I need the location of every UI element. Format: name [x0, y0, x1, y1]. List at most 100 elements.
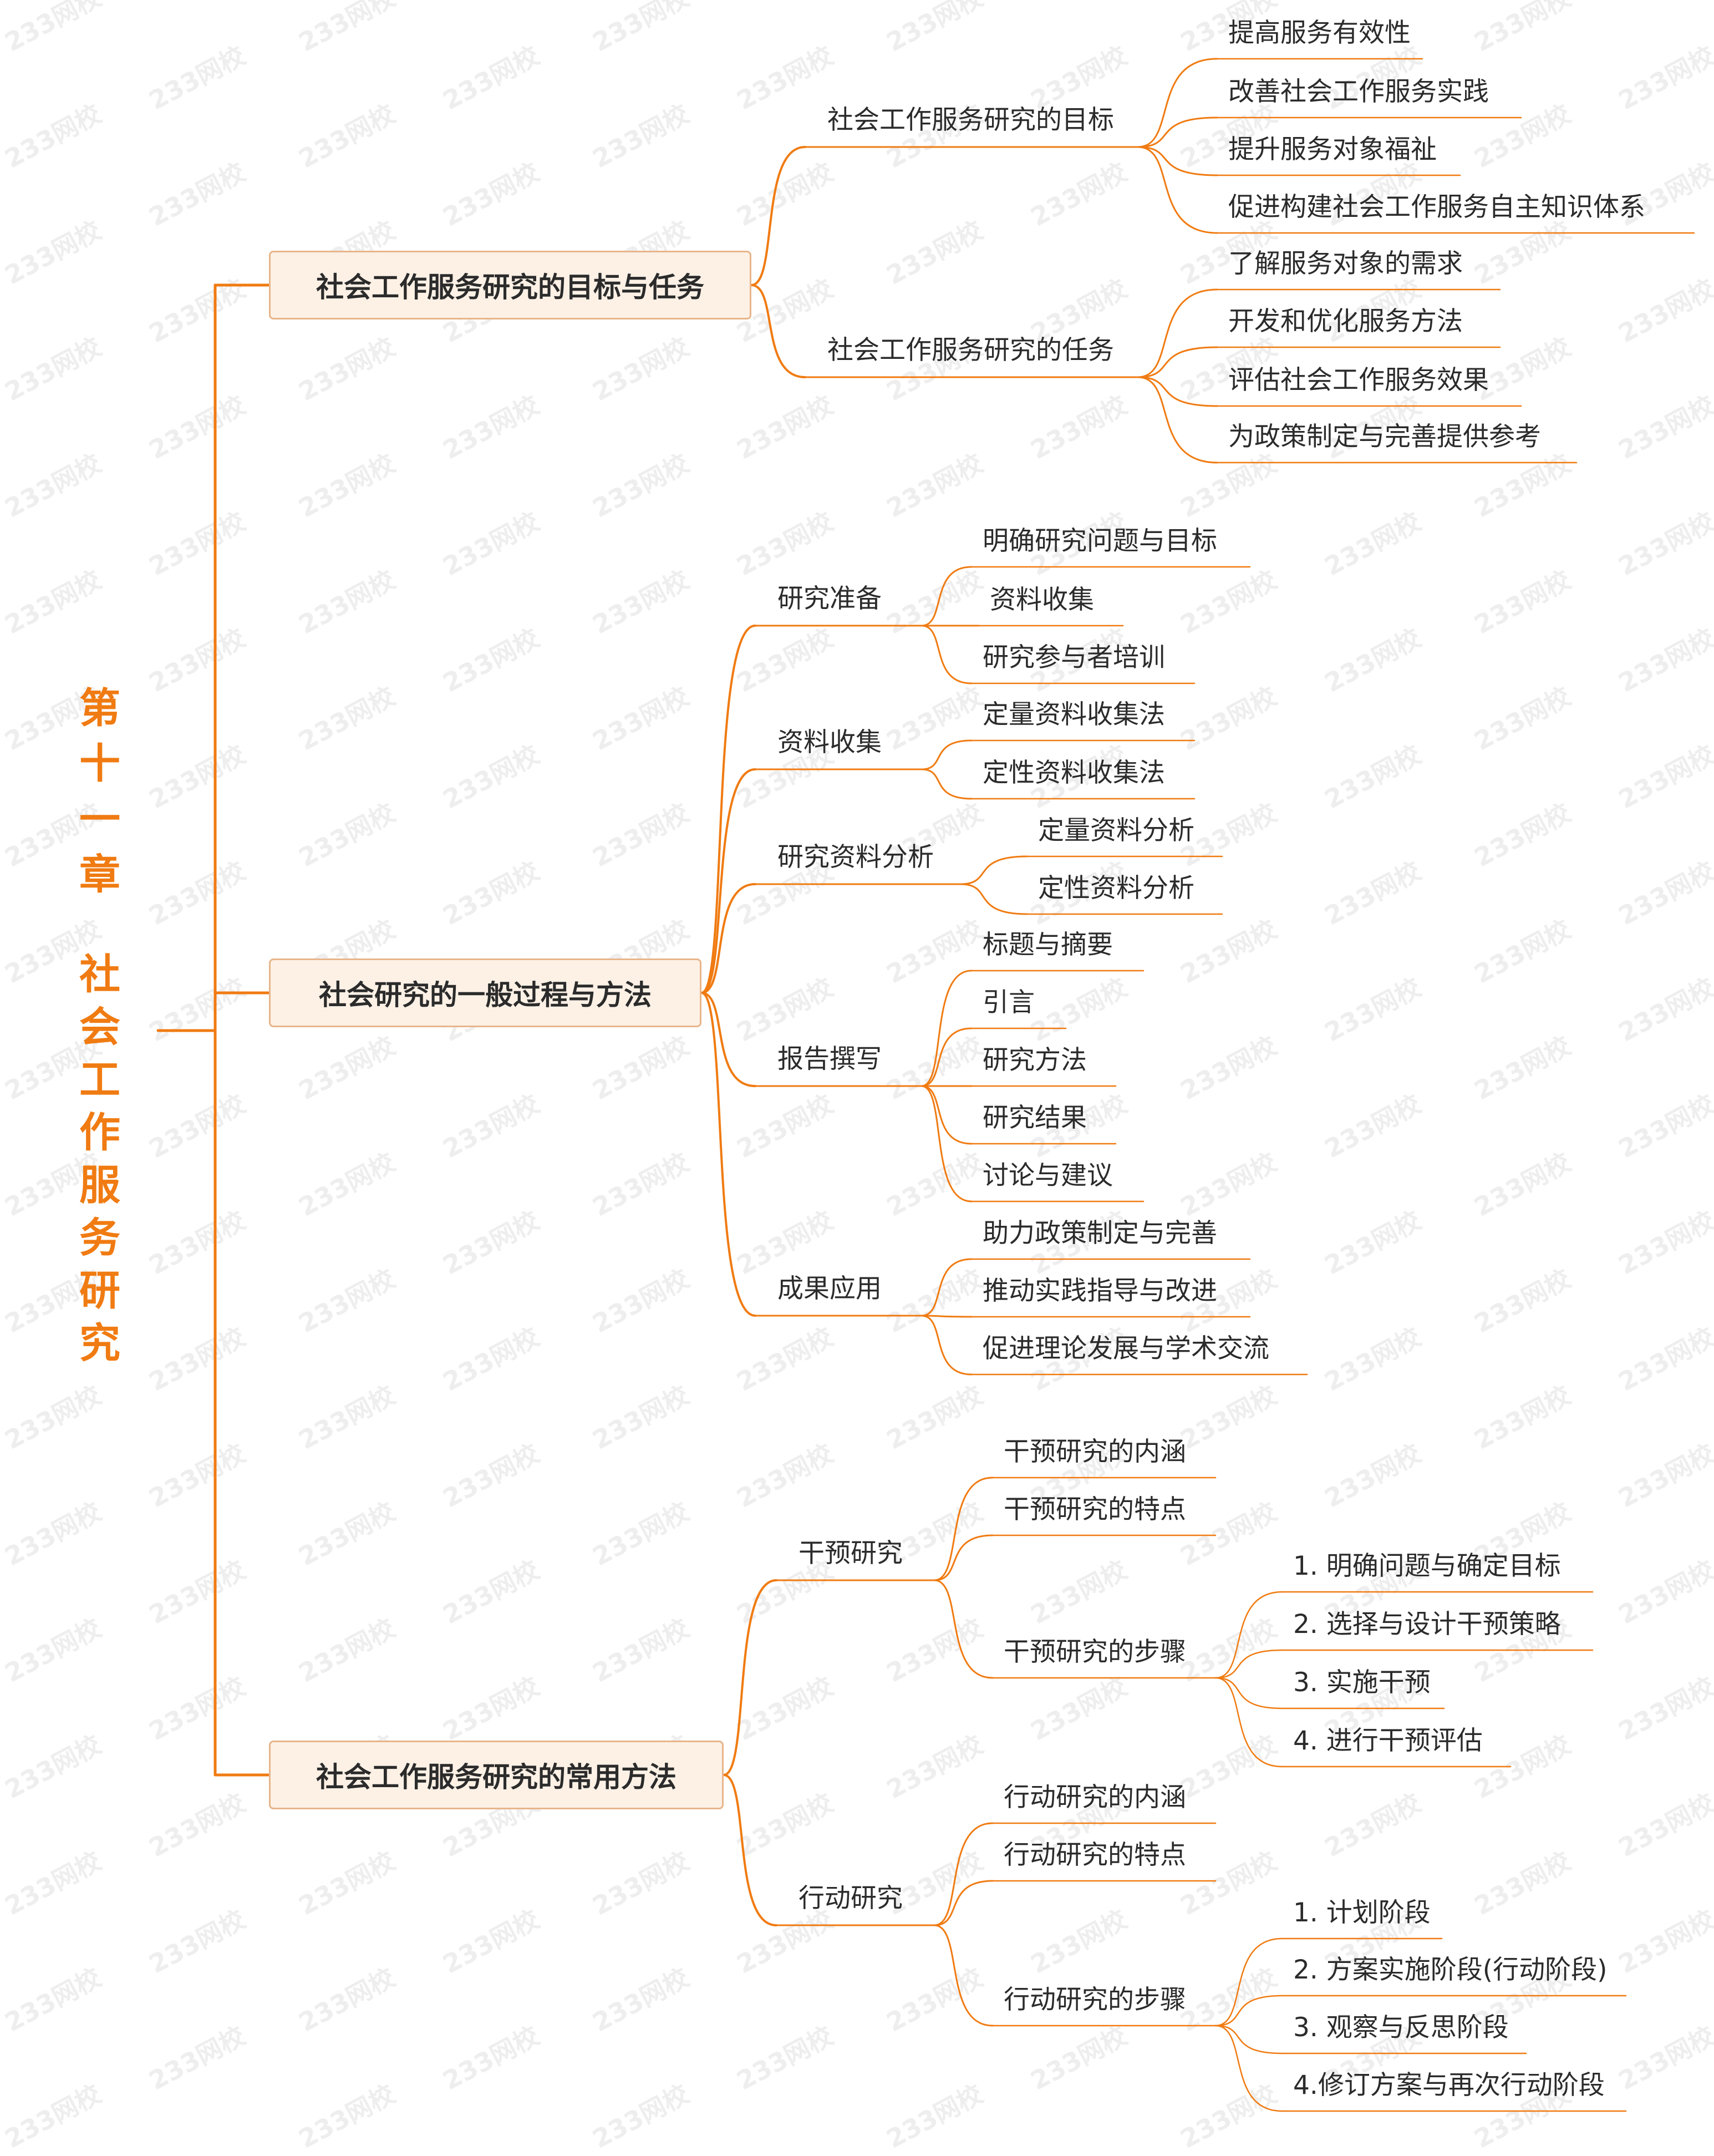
connector-line [933, 1579, 994, 1679]
level2-node[interactable]: 研究资料分析 [777, 842, 934, 872]
level2-node[interactable]: 资料收集 [777, 727, 882, 758]
level3-node[interactable]: 推动实践指导与改进 [983, 1276, 1217, 1306]
level3-node[interactable]: 改善社会工作服务实践 [1228, 77, 1489, 107]
level3-node[interactable]: 促进理论发展与学术交流 [983, 1333, 1269, 1364]
level3-node[interactable]: 促进构建社会工作服务自主知识体系 [1228, 192, 1645, 222]
level4-node[interactable]: 4.修订方案与再次行动阶段 [1293, 2070, 1605, 2101]
connector-line [1214, 1677, 1283, 1768]
main-branch-box[interactable]: 社会研究的一般过程与方法 [269, 958, 701, 1027]
level4-node[interactable]: 1. 明确问题与确定目标 [1293, 1551, 1561, 1581]
level3-node[interactable]: 干预研究的特点 [1004, 1494, 1186, 1525]
root-title-char: 作 [79, 1109, 120, 1156]
root-title-char: 究 [79, 1320, 120, 1367]
connector-line [920, 970, 973, 1087]
level2-node[interactable]: 社会工作服务研究的目标 [827, 105, 1114, 135]
level2-node[interactable]: 报告撰写 [777, 1044, 882, 1074]
connector-line [700, 992, 756, 1087]
connector-line [723, 1579, 777, 1776]
connector-line [1137, 346, 1218, 378]
root-title-char: 十 [79, 740, 120, 788]
root-title-char: 服 [79, 1161, 120, 1209]
connector-line [920, 1085, 973, 1145]
connector-line [700, 768, 756, 994]
connector-line [933, 1880, 994, 1926]
connector-line [1214, 1995, 1283, 2027]
level3-node[interactable]: 讨论与建议 [983, 1160, 1113, 1191]
connector-line [920, 739, 973, 770]
connector-line [1214, 2025, 1283, 2112]
connector-line [750, 146, 806, 286]
root-title-char: 第 [79, 684, 120, 732]
connector-line [723, 1774, 777, 1926]
connector-line [1137, 376, 1218, 407]
level2-node[interactable]: 成果应用 [777, 1274, 882, 1304]
connector-line [959, 883, 1028, 915]
connector-line [933, 1924, 994, 2027]
level4-node[interactable]: 1. 计划阶段 [1293, 1898, 1431, 1928]
main-branch-box[interactable]: 社会工作服务研究的常用方法 [269, 1741, 724, 1809]
connector-line [920, 1085, 973, 1203]
connector-line [920, 566, 973, 627]
level3-node[interactable]: 为政策制定与完善提供参考 [1228, 422, 1541, 452]
connector-line [959, 855, 1028, 885]
level2-node[interactable]: 社会工作服务研究的任务 [827, 335, 1114, 366]
level3-node[interactable]: 引言 [983, 987, 1035, 1018]
level4-node[interactable]: 3. 观察与反思阶段 [1293, 2012, 1509, 2043]
level3-node[interactable]: 定量资料分析 [1038, 815, 1194, 846]
root-title-char: 一 [79, 795, 120, 843]
level4-node[interactable]: 4. 进行干预评估 [1293, 1726, 1483, 1756]
level3-node[interactable]: 干预研究的内涵 [1004, 1437, 1186, 1467]
main-branch-box[interactable]: 社会工作服务研究的目标与任务 [269, 251, 751, 319]
level3-node[interactable]: 定性资料收集法 [983, 758, 1165, 788]
root-title-char: 务 [79, 1214, 120, 1262]
level3-node[interactable]: 助力政策制定与完善 [983, 1218, 1217, 1249]
connector-line [700, 992, 756, 1317]
level3-node[interactable]: 行动研究的内涵 [1004, 1782, 1186, 1813]
connector-line [700, 625, 756, 994]
connector-line [920, 625, 973, 684]
level2-node[interactable]: 研究准备 [777, 584, 882, 614]
connector-line [1137, 376, 1218, 464]
connector-line [920, 768, 973, 800]
connector-line [920, 1315, 973, 1318]
connector-line [933, 1477, 994, 1581]
level3-node[interactable]: 行动研究的特点 [1004, 1840, 1186, 1870]
connector-line [933, 1534, 994, 1581]
level4-node[interactable]: 3. 实施干预 [1293, 1667, 1431, 1698]
level4-node[interactable]: 2. 方案实施阶段(行动阶段) [1293, 1955, 1608, 1985]
connector-line [1137, 146, 1218, 176]
connector-line [1214, 1937, 1283, 2027]
connector-line [1214, 1677, 1283, 1709]
level3-node[interactable]: 了解服务对象的需求 [1228, 248, 1463, 279]
root-title-char: 社 [79, 951, 120, 998]
level4-node[interactable]: 2. 选择与设计干预策略 [1293, 1609, 1561, 1640]
level3-node[interactable]: 研究结果 [983, 1103, 1087, 1133]
connector-line [920, 1258, 973, 1317]
level3-node[interactable]: 提高服务有效性 [1228, 18, 1411, 48]
level3-node[interactable]: 开发和优化服务方法 [1228, 306, 1463, 337]
level2-node[interactable]: 干预研究 [798, 1538, 903, 1569]
level3-node[interactable]: 行动研究的步骤 [1004, 1985, 1186, 2015]
level3-node[interactable]: 资料收集 [990, 585, 1094, 615]
level3-node[interactable]: 提升服务对象福祉 [1228, 134, 1437, 165]
level2-node[interactable]: 行动研究 [798, 1883, 903, 1914]
connector-line [1137, 288, 1218, 378]
level3-node[interactable]: 评估社会工作服务效果 [1228, 365, 1489, 395]
connector-line [1214, 2025, 1283, 2054]
level3-node[interactable]: 干预研究的步骤 [1004, 1637, 1186, 1667]
connector-line [750, 284, 806, 378]
connector-line [920, 1315, 973, 1376]
level3-node[interactable]: 研究方法 [983, 1045, 1087, 1076]
level3-node[interactable]: 明确研究问题与目标 [983, 526, 1217, 556]
level3-node[interactable]: 定量资料收集法 [983, 699, 1165, 730]
connector-line [1214, 1649, 1283, 1679]
connector-line [933, 1822, 994, 1926]
level3-node[interactable]: 标题与摘要 [983, 930, 1113, 960]
level3-node[interactable]: 定性资料分析 [1038, 873, 1194, 904]
connector-line [1214, 1591, 1283, 1679]
connector-line [1137, 146, 1218, 234]
connector-line [920, 1027, 973, 1087]
level3-node[interactable]: 研究参与者培训 [983, 642, 1165, 673]
